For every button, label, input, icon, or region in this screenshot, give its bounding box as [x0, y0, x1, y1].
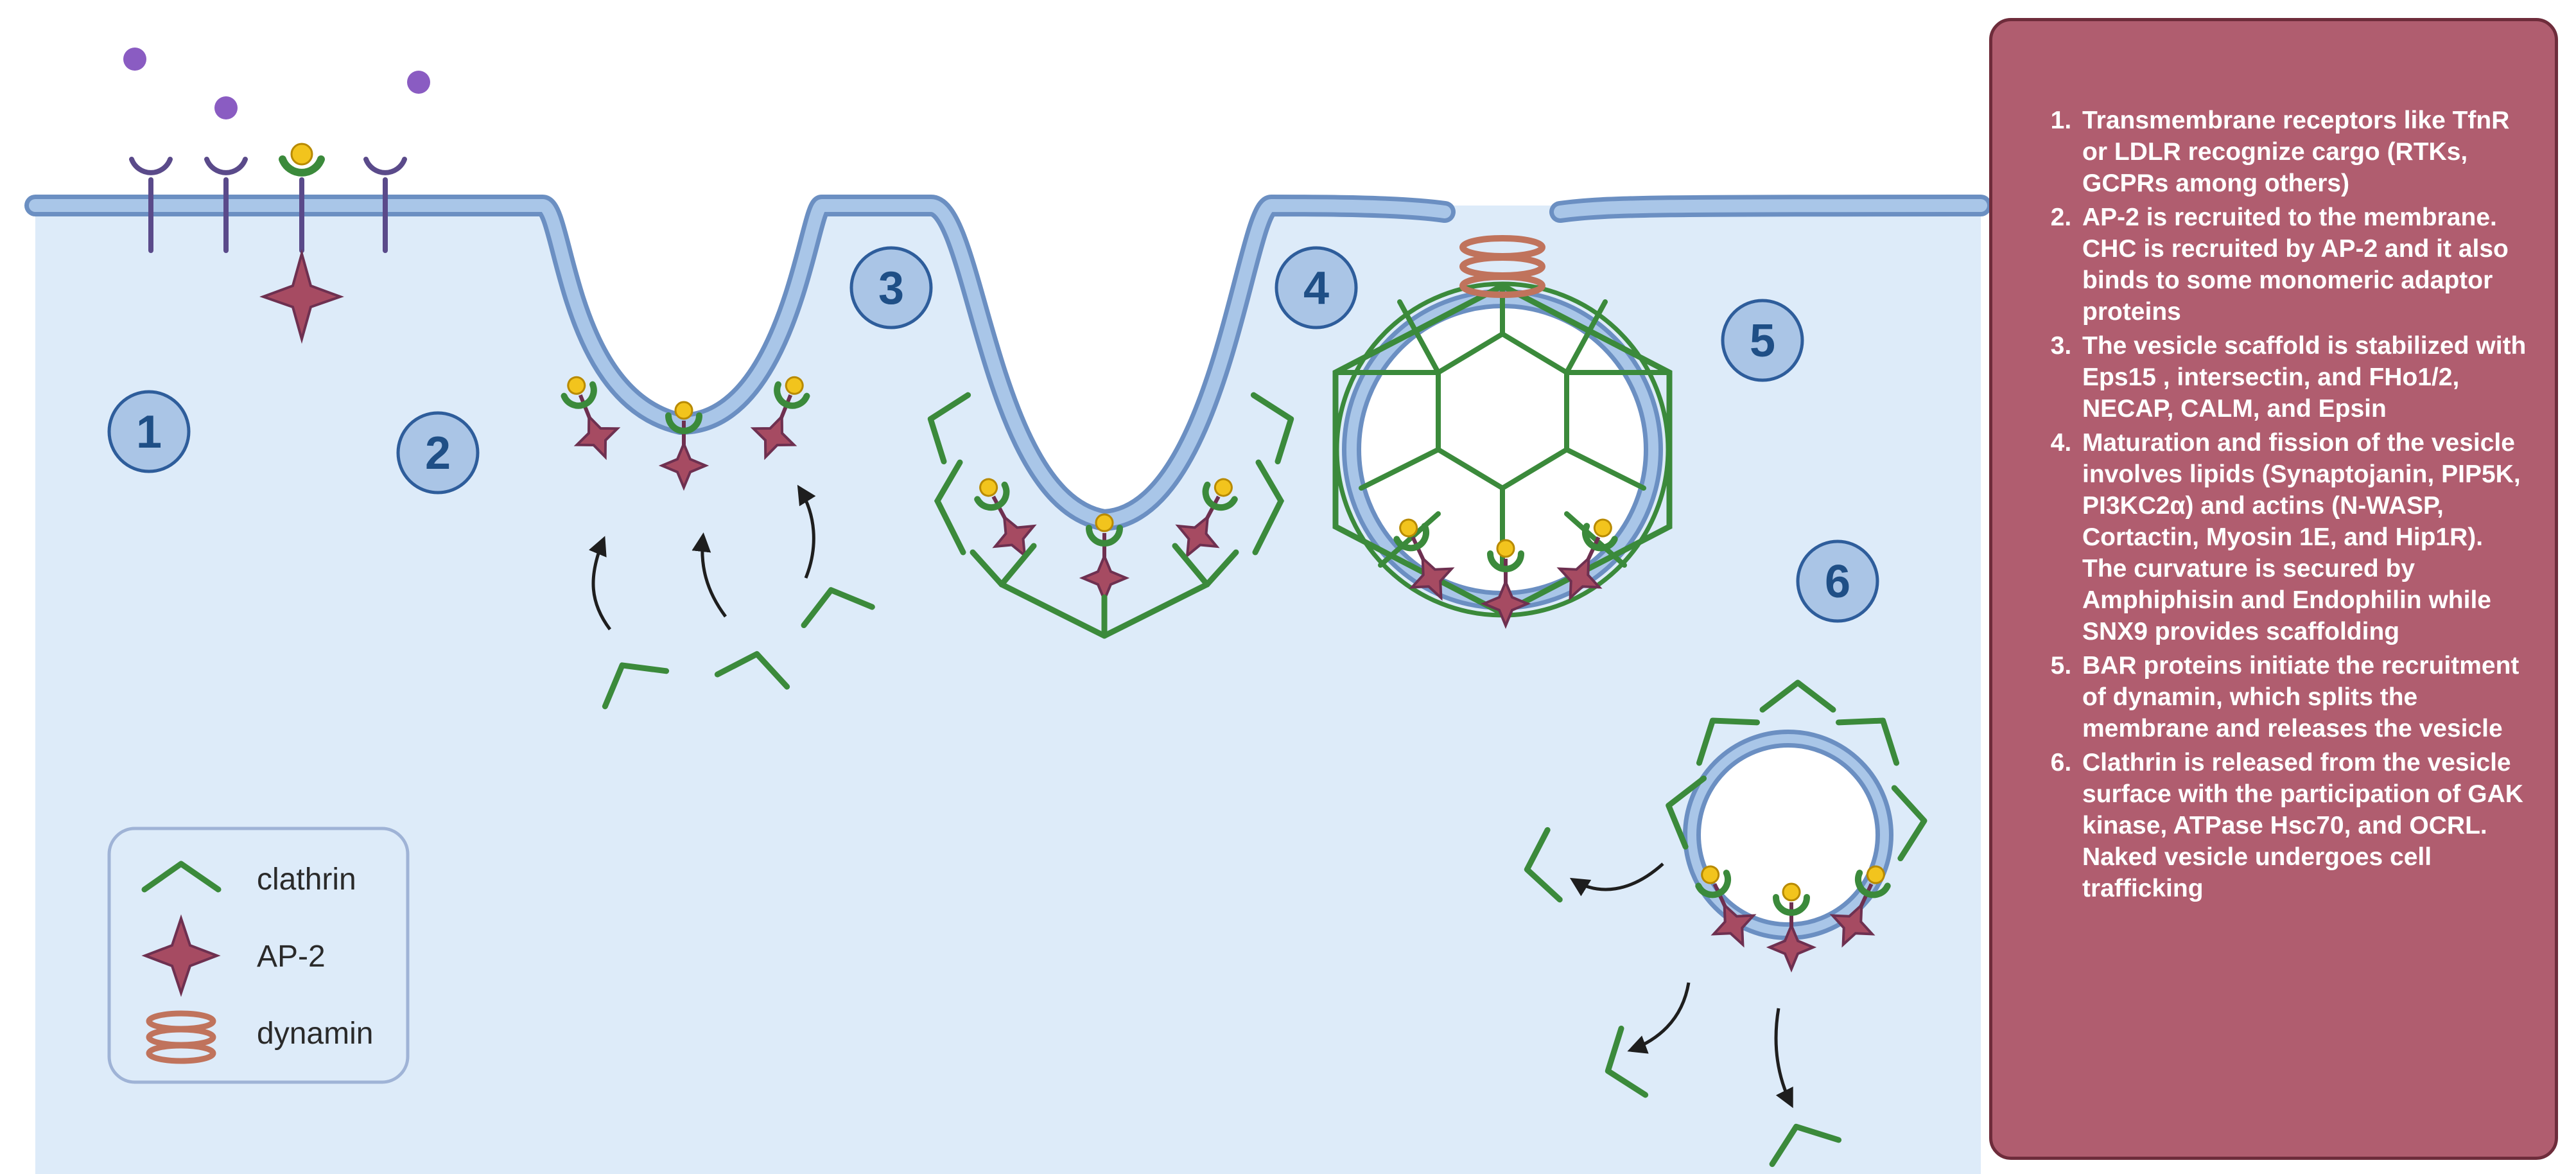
stage-1-receptors [123, 48, 430, 344]
step-badge-5: 5 [1721, 299, 1804, 382]
legend: clathrin AP-2 dynamin [107, 827, 410, 1084]
svg-text:clathrin: clathrin [257, 863, 356, 897]
cargo-molecule [123, 48, 146, 71]
step-text-3: The vesicle scaffold is stabilized with … [2078, 330, 2527, 425]
step-badges: 1 2 3 4 5 6 [107, 246, 1879, 623]
svg-text:AP-2: AP-2 [257, 940, 326, 974]
ap2-star-icon [141, 914, 221, 997]
stage-5-budding-vesicle [1332, 238, 1673, 626]
step-badge-2: 2 [396, 411, 480, 495]
stage-3-coated-pit [919, 386, 1303, 639]
svg-text:6: 6 [1825, 556, 1850, 608]
stage-2-adaptors [553, 369, 872, 706]
step-badge-4: 4 [1275, 246, 1358, 329]
svg-text:1: 1 [136, 407, 162, 458]
step-text-6: Clathrin is released from the vesicle su… [2078, 747, 2527, 904]
svg-text:4: 4 [1303, 263, 1329, 314]
stage-6-released-vesicle [1521, 683, 1928, 1164]
legend-item-clathrin: clathrin [141, 861, 356, 897]
steps-list: Transmembrane receptors like TfnR or LDL… [2037, 105, 2527, 904]
cargo-molecule [214, 96, 238, 119]
svg-text:5: 5 [1750, 315, 1775, 367]
steps-description-panel: Transmembrane receptors like TfnR or LDL… [1989, 18, 2558, 1160]
step-text-4: Maturation and fission of the vesicle in… [2078, 427, 2527, 647]
legend-item-dynamin: dynamin [146, 1010, 373, 1064]
dynamin-icon [146, 1010, 216, 1064]
step-text-5: BAR proteins initiate the recruitment of… [2078, 650, 2527, 744]
cargo-molecule [407, 71, 430, 94]
step-badge-1: 1 [107, 390, 191, 473]
svg-text:2: 2 [425, 428, 451, 479]
svg-text:dynamin: dynamin [257, 1017, 373, 1051]
clathrin-icon [141, 861, 222, 893]
step-badge-3: 3 [849, 246, 933, 329]
svg-text:3: 3 [878, 263, 904, 314]
step-badge-6: 6 [1796, 539, 1879, 623]
ap2-adaptor [259, 249, 344, 344]
step-text-1: Transmembrane receptors like TfnR or LDL… [2078, 105, 2527, 199]
legend-item-ap2: AP-2 [141, 914, 326, 997]
step-text-2: AP-2 is recruited to the membrane. CHC i… [2078, 202, 2527, 328]
